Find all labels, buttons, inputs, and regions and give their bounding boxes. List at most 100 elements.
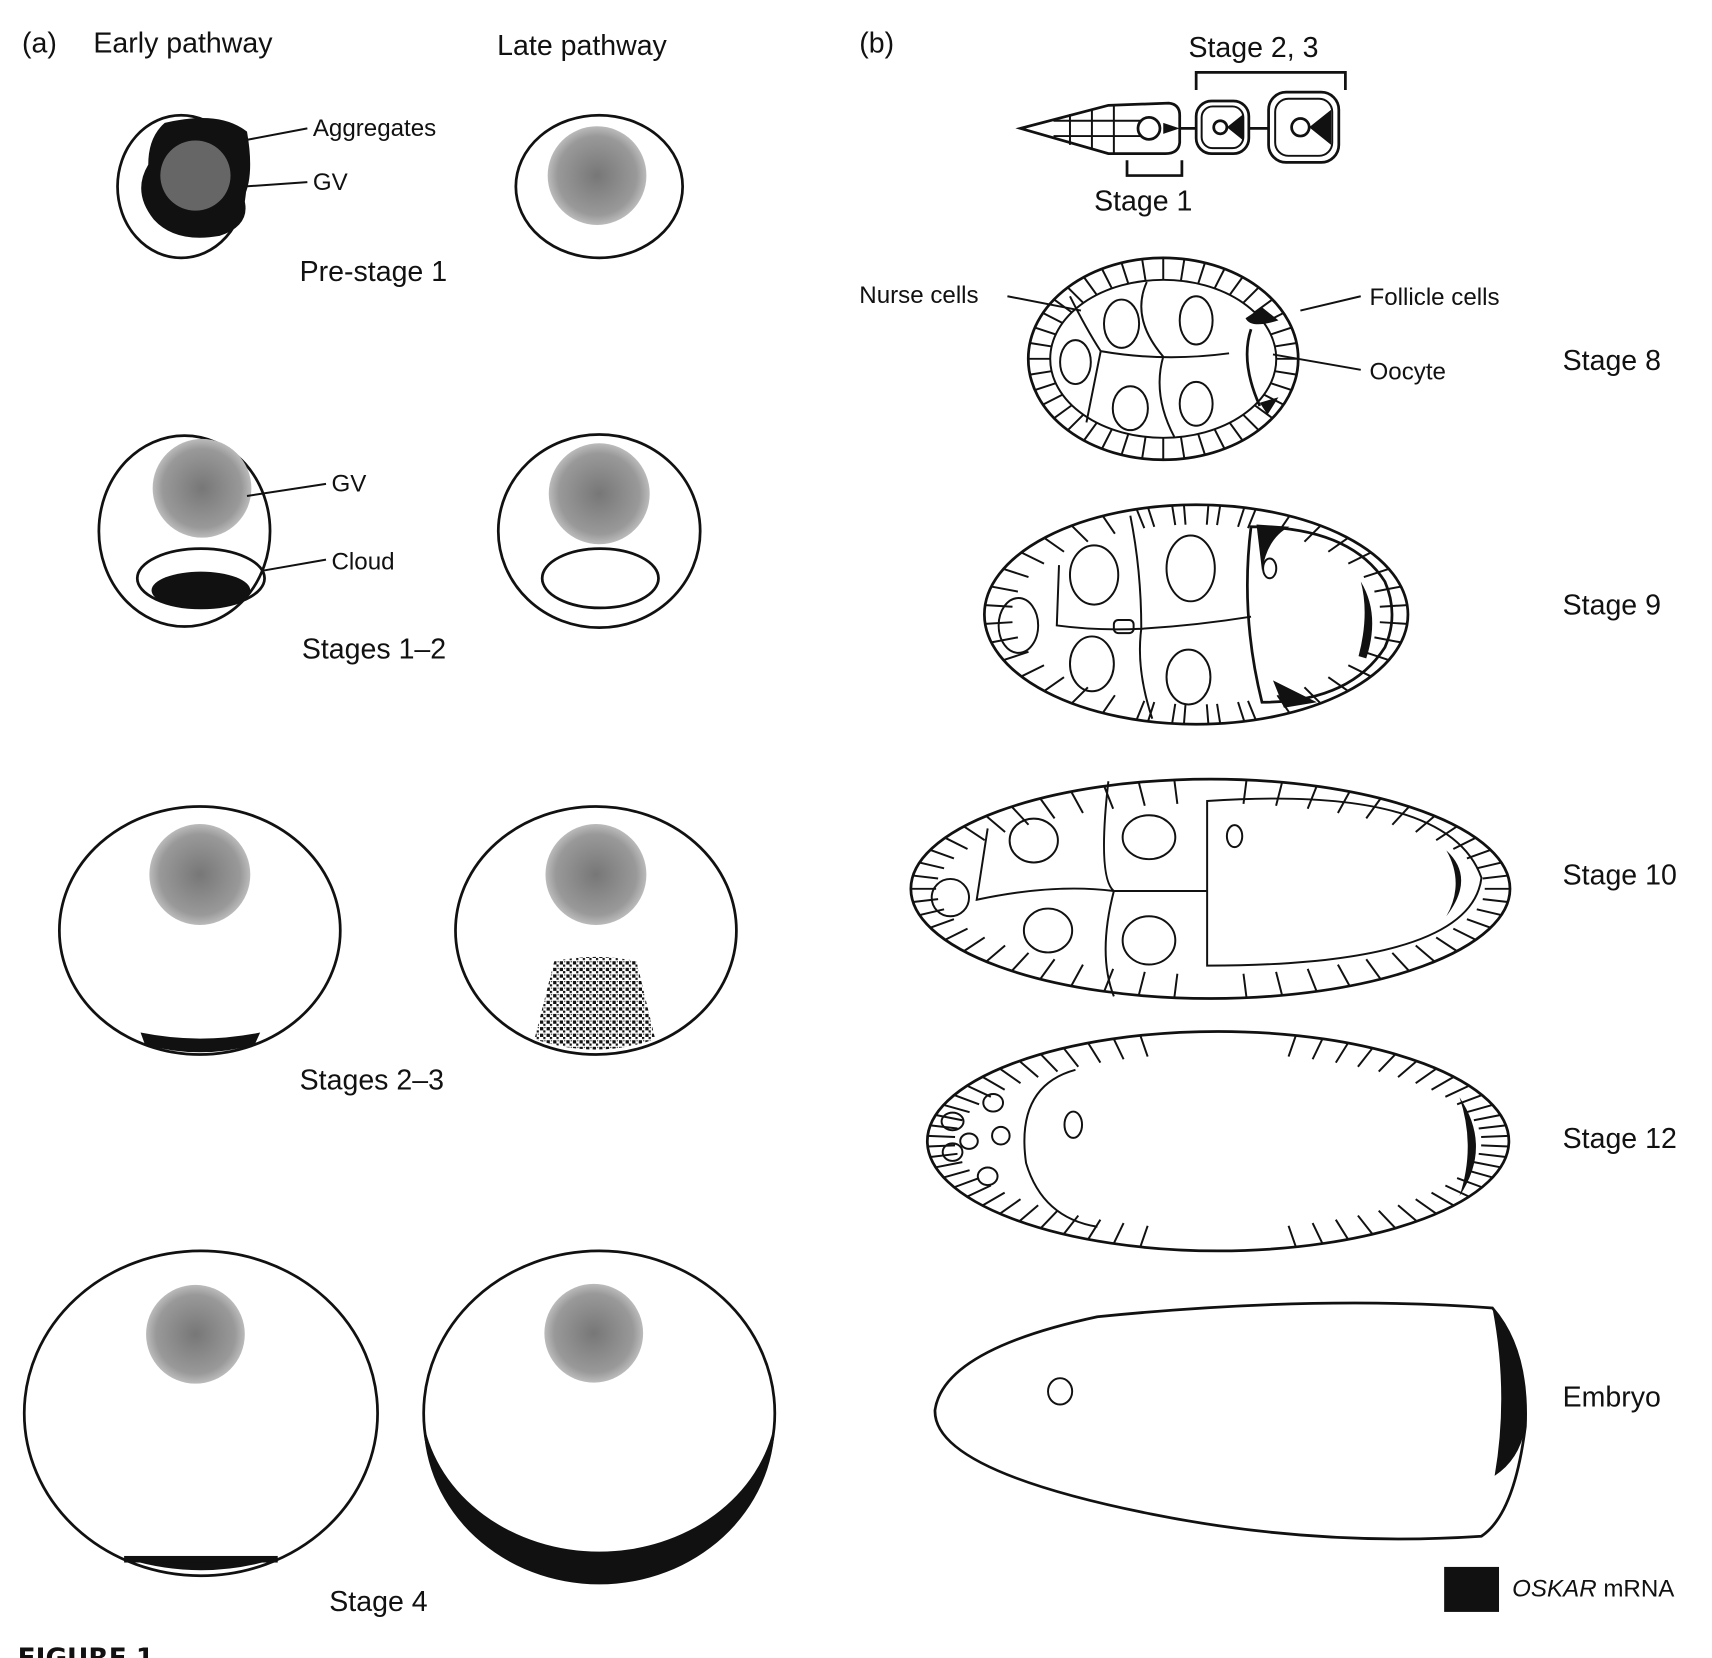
follicle-cell-boundary	[935, 1114, 963, 1122]
follicle-cell-boundary	[1011, 805, 1030, 826]
follicle-cell-boundary	[1379, 621, 1408, 625]
follicle-cell-boundary	[1275, 971, 1284, 996]
nurse-cells-label: Nurse cells	[859, 282, 978, 309]
follicle-cell-boundary	[1003, 650, 1029, 662]
follicle-cell-boundary	[1337, 964, 1351, 987]
follicle-cell-boundary	[1053, 298, 1073, 314]
follicle-cell-boundary	[1274, 342, 1297, 348]
follicle-cell-boundary	[929, 848, 955, 860]
stage-label: Stage 12	[1563, 1123, 1677, 1155]
follicle-cell-boundary	[1466, 848, 1491, 860]
follicle-cell-boundary	[1337, 791, 1351, 814]
follicle-cell-boundary	[1213, 268, 1226, 289]
follicle-cell-boundary	[1011, 952, 1030, 972]
follicle-cell-boundary	[1334, 1042, 1349, 1064]
follicle-cell-boundary	[1435, 825, 1458, 842]
follicle-cell-boundary	[1482, 898, 1508, 904]
follicle-cell-boundary	[1020, 551, 1045, 565]
follicle-cell-boundary	[1391, 805, 1410, 826]
follicle-cell-boundary	[1139, 1225, 1149, 1248]
legend: OSKAR mRNA	[1444, 1566, 1675, 1612]
follicle-cell-boundary	[1473, 1114, 1501, 1122]
follicle-cell-boundary	[1171, 505, 1177, 526]
follicle-cell-boundary	[1247, 508, 1257, 529]
follicle-cell-boundary	[935, 1161, 963, 1169]
follicle-cell-boundary	[1452, 927, 1477, 941]
follicle-cell-boundary	[1327, 676, 1349, 692]
pre-stage-1-early-oocyte: Aggregates GV	[116, 113, 436, 260]
follicle-cell-boundary	[1452, 836, 1477, 850]
follicle-cell-boundary	[1478, 1152, 1506, 1158]
follicle-cell-boundary	[1311, 1038, 1324, 1060]
stages-2-3-late-oocyte	[454, 805, 738, 1056]
follicle-cell-boundary	[1481, 1144, 1509, 1148]
follicle-cell-boundary	[1103, 785, 1115, 810]
follicle-cell-boundary	[943, 1169, 970, 1179]
follicle-cell-boundary	[981, 1076, 1006, 1091]
early-pathway-header: Early pathway	[93, 28, 273, 60]
gv-label: GV	[313, 169, 348, 196]
follicle-cell-boundary	[1182, 704, 1187, 725]
follicle-cell-boundary	[1182, 504, 1187, 525]
follicle-cell-boundary	[1415, 1198, 1437, 1215]
stage-1-label: Stage 1	[1094, 186, 1192, 218]
follicle-cell-boundary	[1067, 286, 1085, 304]
follicle-cell-boundary	[966, 1184, 992, 1198]
follicle-cell-boundary	[985, 815, 1006, 833]
figure-caption: FIGURE 1	[18, 1644, 155, 1658]
stage-4-late-oocyte	[422, 1249, 777, 1585]
follicle-cell-boundary	[1287, 1225, 1297, 1248]
follicle-cell-boundary	[1287, 1035, 1297, 1057]
follicle-cell-boundary	[1101, 694, 1116, 714]
follicle-cell-boundary	[953, 1094, 980, 1106]
follicle-cell-boundary	[1237, 701, 1246, 722]
follicle-cell-boundary	[943, 1103, 970, 1114]
panel-b-label: (b)	[859, 28, 894, 60]
follicle-cell-boundary	[1466, 918, 1491, 929]
follicle-cell-boundary	[1120, 433, 1130, 456]
follicle-cell-boundary	[1003, 567, 1029, 579]
stage-10-egg-chamber	[909, 777, 1512, 1000]
stage-12-egg-chamber	[925, 1030, 1511, 1253]
aggregates-label: Aggregates	[313, 115, 436, 142]
follicle-cell-boundary	[1141, 258, 1147, 281]
follicle-cell-boundary	[1476, 861, 1502, 870]
follicle-cell-boundary	[1478, 1124, 1506, 1130]
follicle-cell-boundary	[1303, 524, 1322, 543]
oskar-mrna-swatch	[1444, 1566, 1500, 1612]
follicle-cell-boundary	[1120, 262, 1130, 284]
follicle-cell-boundary	[1039, 797, 1056, 819]
stages-1-2-early-oocyte: GV Cloud	[97, 434, 395, 628]
follicle-cell-boundary	[1242, 286, 1260, 304]
follicle-cell-boundary	[1042, 312, 1063, 324]
follicle-cell-boundary	[1374, 636, 1402, 644]
follicle-cell-boundary	[985, 944, 1006, 963]
follicle-cell-boundary	[1197, 262, 1206, 284]
follicle-cell-boundary	[927, 1144, 956, 1148]
follicle-cell-boundary	[1067, 413, 1085, 431]
follicle-cell-boundary	[1040, 1210, 1059, 1229]
follicle-cell-boundary	[1101, 515, 1116, 535]
gv-label: GV	[331, 471, 366, 498]
follicle-cell-boundary	[999, 1198, 1022, 1215]
panel-a-label: (a)	[22, 28, 57, 60]
stage-label: Embryo	[1563, 1382, 1661, 1414]
stage-label: Stage 9	[1563, 589, 1661, 621]
legend-label: OSKAR mRNA	[1512, 1576, 1675, 1603]
follicle-cell-boundary	[1112, 1222, 1125, 1245]
follicle-cell-boundary	[1087, 1219, 1102, 1240]
follicle-cell-boundary	[1397, 1204, 1418, 1223]
follicle-cell-boundary	[1147, 507, 1156, 528]
follicle-cell-boundary	[1270, 382, 1292, 391]
follicle-cell-boundary	[1303, 686, 1322, 704]
follicle-cell-boundary	[1444, 1184, 1470, 1198]
follicle-cell-boundary	[1415, 944, 1436, 963]
oocyte-label: Oocyte	[1370, 359, 1446, 386]
follicle-cell-boundary	[1062, 1047, 1080, 1068]
stage-label: Stages 1–2	[302, 633, 446, 665]
follicle-cell-boundary	[1242, 973, 1248, 998]
follicle-cell-boundary	[1334, 1219, 1349, 1240]
follicle-cell-boundary	[919, 908, 945, 917]
follicle-cell-boundary	[1242, 413, 1260, 431]
